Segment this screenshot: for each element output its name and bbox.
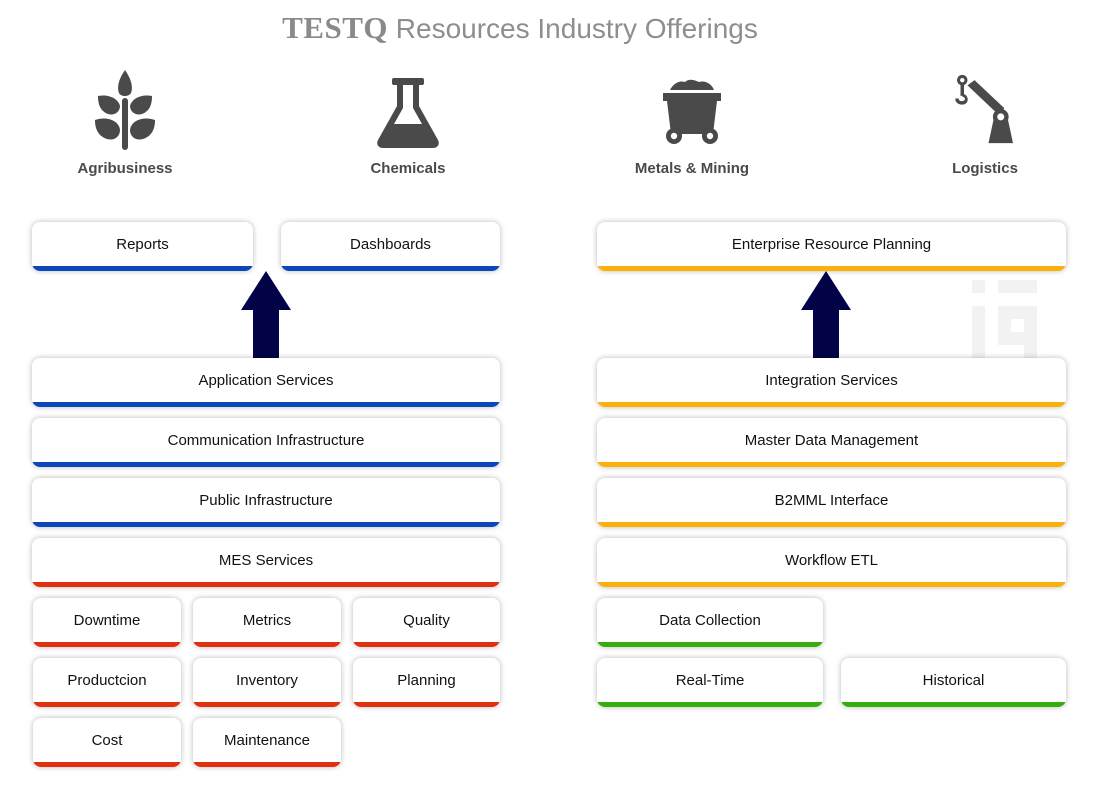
card-label: MES Services	[218, 552, 314, 569]
red-accent-bar	[33, 702, 181, 707]
layer-workflow-etl[interactable]: Workflow ETL	[597, 538, 1066, 587]
red-accent-bar	[193, 762, 341, 767]
card-label: Downtime	[73, 612, 141, 629]
card-label: Public Infrastructure	[199, 492, 333, 509]
blue-accent-bar	[32, 402, 500, 407]
card-label: Historical	[922, 672, 985, 689]
page-title: TESTQ Resources Industry Offerings	[0, 10, 1040, 46]
card-label: Dashboards	[350, 236, 431, 253]
layer-master-data-management[interactable]: Master Data Management	[597, 418, 1066, 467]
module-maintenance[interactable]: Maintenance	[193, 718, 341, 767]
output-reports[interactable]: Reports	[32, 222, 253, 271]
module-downtime[interactable]: Downtime	[33, 598, 181, 647]
module-historical[interactable]: Historical	[841, 658, 1066, 707]
green-accent-bar	[597, 642, 823, 647]
module-real-time[interactable]: Real-Time	[597, 658, 823, 707]
industry-logistics: Logistics	[905, 68, 1065, 177]
module-quality[interactable]: Quality	[353, 598, 500, 647]
iq-watermark-logo	[972, 280, 1037, 358]
module-inventory[interactable]: Inventory	[193, 658, 341, 707]
yellow-accent-bar	[597, 582, 1066, 587]
layer-public-infrastructure[interactable]: Public Infrastructure	[32, 478, 500, 527]
module-planning[interactable]: Planning	[353, 658, 500, 707]
layer-communication-infrastructure[interactable]: Communication Infrastructure	[32, 418, 500, 467]
module-cost[interactable]: Cost	[33, 718, 181, 767]
blue-accent-bar	[32, 266, 253, 271]
card-label: Maintenance	[224, 732, 310, 749]
card-label: Enterprise Resource Planning	[731, 236, 932, 253]
red-accent-bar	[193, 642, 341, 647]
module-data-collection[interactable]: Data Collection	[597, 598, 823, 647]
green-accent-bar	[841, 702, 1066, 707]
blue-accent-bar	[281, 266, 500, 271]
industry-chemicals: Chemicals	[328, 68, 488, 177]
card-label: Application Services	[198, 372, 334, 389]
layer-mes-services[interactable]: MES Services	[32, 538, 500, 587]
layer-application-services[interactable]: Application Services	[32, 358, 500, 407]
card-label: Communication Infrastructure	[167, 432, 365, 449]
output-dashboards[interactable]: Dashboards	[281, 222, 500, 271]
layer-integration-services[interactable]: Integration Services	[597, 358, 1066, 407]
card-label: Planning	[397, 672, 456, 689]
up-arrow-icon	[241, 271, 291, 359]
blue-accent-bar	[32, 522, 500, 527]
industry-label: Logistics	[952, 160, 1018, 177]
card-label: Workflow ETL	[784, 552, 879, 569]
crane-icon	[955, 74, 1013, 144]
mine-cart-icon	[663, 79, 721, 144]
red-accent-bar	[33, 762, 181, 767]
blue-accent-bar	[32, 462, 500, 467]
green-accent-bar	[597, 702, 823, 707]
red-accent-bar	[33, 642, 181, 647]
yellow-accent-bar	[597, 522, 1066, 527]
card-label: Inventory	[236, 672, 298, 689]
card-label: B2MML Interface	[774, 492, 889, 509]
card-label: Integration Services	[765, 372, 898, 389]
up-arrow-icon	[801, 271, 851, 359]
wheat-plant-icon	[95, 70, 155, 150]
industry-label: Chemicals	[370, 160, 446, 177]
card-label: Quality	[403, 612, 450, 629]
yellow-accent-bar	[597, 266, 1066, 271]
industry-metals-mining: Metals & Mining	[612, 68, 772, 177]
card-label: Real-Time	[675, 672, 745, 689]
red-accent-bar	[193, 702, 341, 707]
industry-label: Agribusiness	[77, 160, 173, 177]
card-label: Reports	[116, 236, 169, 253]
flask-icon	[377, 78, 439, 148]
layer-b2mml-interface[interactable]: B2MML Interface	[597, 478, 1066, 527]
industry-label: Metals & Mining	[634, 160, 750, 177]
card-label: Productcion	[67, 672, 147, 689]
industry-agribusiness: Agribusiness	[45, 68, 205, 177]
output-enterprise-resource-planning[interactable]: Enterprise Resource Planning	[597, 222, 1066, 271]
card-label: Cost	[91, 732, 123, 749]
title-text: Resources Industry Offerings	[395, 13, 758, 44]
card-label: Metrics	[242, 612, 292, 629]
red-accent-bar	[353, 702, 500, 707]
yellow-accent-bar	[597, 462, 1066, 467]
red-accent-bar	[353, 642, 500, 647]
module-metrics[interactable]: Metrics	[193, 598, 341, 647]
card-label: Data Collection	[659, 612, 761, 629]
card-label: Master Data Management	[744, 432, 919, 449]
brand-name: TESTQ	[282, 10, 388, 45]
module-production[interactable]: Productcion	[33, 658, 181, 707]
yellow-accent-bar	[597, 402, 1066, 407]
red-accent-bar	[32, 582, 500, 587]
